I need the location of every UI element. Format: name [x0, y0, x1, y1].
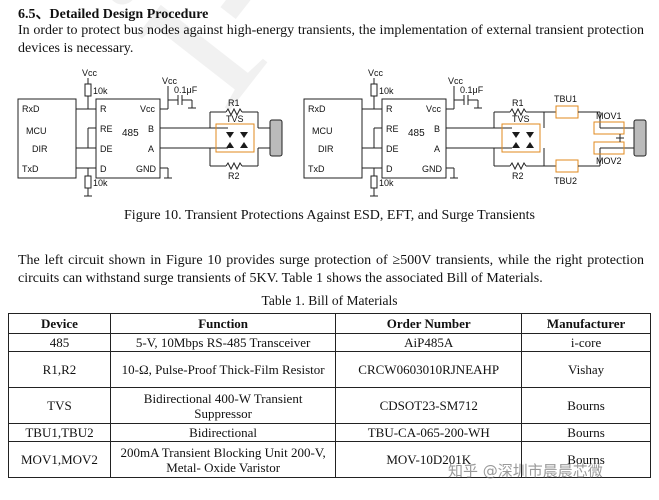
tbu1-label: TBU1 [554, 94, 577, 104]
bus-connector-left [269, 119, 283, 157]
r1-label: R1 [228, 98, 240, 108]
mov1-device [593, 121, 625, 135]
cell-device: 485 [8, 333, 111, 352]
chip-pin-de: DE [100, 144, 113, 154]
cell-device: R1,R2 [8, 351, 111, 388]
pullup-label-right: 10k [379, 86, 394, 96]
cell-function: Bidirectional 400-W Transient Suppressor [109, 387, 337, 424]
left-circuit [17, 78, 283, 197]
body-paragraph: The left circuit shown in Figure 10 prov… [18, 253, 644, 286]
mov2-device [593, 141, 625, 155]
protection-circuit-diagram: RxD MCU DIR TxD R RE DE D 485 Vcc B A GN… [17, 68, 647, 197]
tbu2-device [555, 159, 579, 173]
chip-pin-de-right: DE [386, 144, 399, 154]
vcc-label-right: Vcc [368, 68, 384, 78]
table-header-row: Device Function Order Number Manufacture… [8, 313, 651, 334]
cell-order: CDSOT23-SM712 [335, 387, 523, 424]
header-device: Device [8, 313, 111, 334]
table-row: R1,R2 10-Ω, Pulse-Proof Thick-Film Resis… [8, 351, 651, 388]
tvs-diode-left [215, 123, 255, 153]
chip-pin-re: RE [100, 124, 113, 134]
bom-table: Device Function Order Number Manufacture… [8, 313, 651, 478]
chip-label-right: 485 [408, 128, 425, 139]
bus-connector-right [633, 119, 647, 157]
cell-order: TBU-CA-065-200-WH [335, 423, 523, 442]
mcu-pin-rxd-right: RxD [308, 104, 326, 114]
cell-function: Bidirectional [109, 423, 337, 442]
pulldown-label-right: 10k [379, 178, 394, 188]
chip-pin-d: D [100, 164, 107, 174]
header-order-number: Order Number [335, 313, 523, 334]
tbu1-device [555, 105, 579, 119]
mcu-pin-rxd: RxD [22, 104, 40, 114]
r1-label-right: R1 [512, 98, 524, 108]
chip-pin-a-right: A [434, 144, 440, 154]
table-row: 485 5-V, 10Mbps RS-485 Transceiver AiP48… [8, 333, 651, 352]
r2-label-right: R2 [512, 171, 524, 181]
chip-pin-b-right: B [434, 124, 440, 134]
vcc-label-2: Vcc [162, 76, 178, 86]
vcc-label: Vcc [82, 68, 98, 78]
cell-function: 10-Ω, Pulse-Proof Thick-Film Resistor [109, 351, 337, 388]
chip-pin-a: A [148, 144, 154, 154]
cell-device: TVS [8, 387, 111, 424]
cell-manufacturer: Vishay [521, 351, 651, 388]
zhihu-watermark: 知乎 @深圳市晨晨芯微 [448, 462, 603, 480]
header-manufacturer: Manufacturer [521, 313, 651, 334]
cell-manufacturer: Bourns [521, 423, 651, 442]
tbu2-label: TBU2 [554, 176, 577, 186]
cell-device: TBU1,TBU2 [8, 423, 111, 442]
chip-pin-gnd: GND [136, 164, 157, 174]
tvs-label: TVS [226, 114, 244, 124]
pulldown-label: 10k [93, 178, 108, 188]
cell-order: CRCW0603010RJNEAHP [335, 351, 523, 388]
chip-pin-vcc: Vcc [140, 104, 156, 114]
mcu-pin-dir: DIR [32, 144, 48, 154]
chip-label: 485 [122, 128, 139, 139]
table-caption: Table 1. Bill of Materials [261, 293, 398, 308]
chip-pin-b: B [148, 124, 154, 134]
transceiver-chip-right [381, 98, 447, 179]
cell-device: MOV1,MOV2 [8, 441, 111, 478]
mcu-pin-txd: TxD [22, 164, 39, 174]
table-row: MOV1,MOV2 200mA Transient Blocking Unit … [8, 441, 651, 478]
chip-pin-d-right: D [386, 164, 393, 174]
chip-pin-re-right: RE [386, 124, 399, 134]
cell-manufacturer: i-core [521, 333, 651, 352]
cell-order: MOV-10D201K [335, 441, 523, 478]
intro-paragraph: In order to protect bus nodes against hi… [18, 23, 644, 56]
section-heading: 6.5、Detailed Design Procedure [18, 7, 209, 22]
tvs-diode-right [501, 123, 541, 153]
figure-caption: Figure 10. Transient Protections Against… [124, 208, 535, 223]
header-function: Function [109, 313, 337, 334]
mcu-box [17, 98, 77, 179]
mov2-label: MOV2 [596, 156, 622, 166]
vcc-label-right-2: Vcc [448, 76, 464, 86]
cell-function: 200mA Transient Blocking Unit 200-V, Met… [109, 441, 337, 478]
cell-function: 5-V, 10Mbps RS-485 Transceiver [109, 333, 337, 352]
right-circuit [303, 78, 647, 197]
mcu-label: MCU [26, 126, 47, 136]
mcu-label-right: MCU [312, 126, 333, 136]
cap-label: 0.1μF [174, 85, 198, 95]
mcu-pin-txd-right: TxD [308, 164, 325, 174]
transceiver-chip [95, 98, 161, 179]
cell-manufacturer: Bourns [521, 441, 651, 478]
pullup-label: 10k [93, 86, 108, 96]
table-row: TVS Bidirectional 400-W Transient Suppre… [8, 387, 651, 424]
mcu-box-right [303, 98, 363, 179]
chip-pin-r-right: R [386, 104, 393, 114]
chip-pin-r: R [100, 104, 107, 114]
tvs-label-right: TVS [512, 114, 530, 124]
cell-manufacturer: Bourns [521, 387, 651, 424]
mcu-pin-dir-right: DIR [318, 144, 334, 154]
chip-pin-vcc-right: Vcc [426, 104, 442, 114]
cell-order: AiP485A [335, 333, 523, 352]
r2-label: R2 [228, 171, 240, 181]
table-row: TBU1,TBU2 Bidirectional TBU-CA-065-200-W… [8, 423, 651, 442]
cap-label-right: 0.1μF [460, 85, 484, 95]
chip-pin-gnd-right: GND [422, 164, 443, 174]
mov1-label: MOV1 [596, 111, 622, 121]
